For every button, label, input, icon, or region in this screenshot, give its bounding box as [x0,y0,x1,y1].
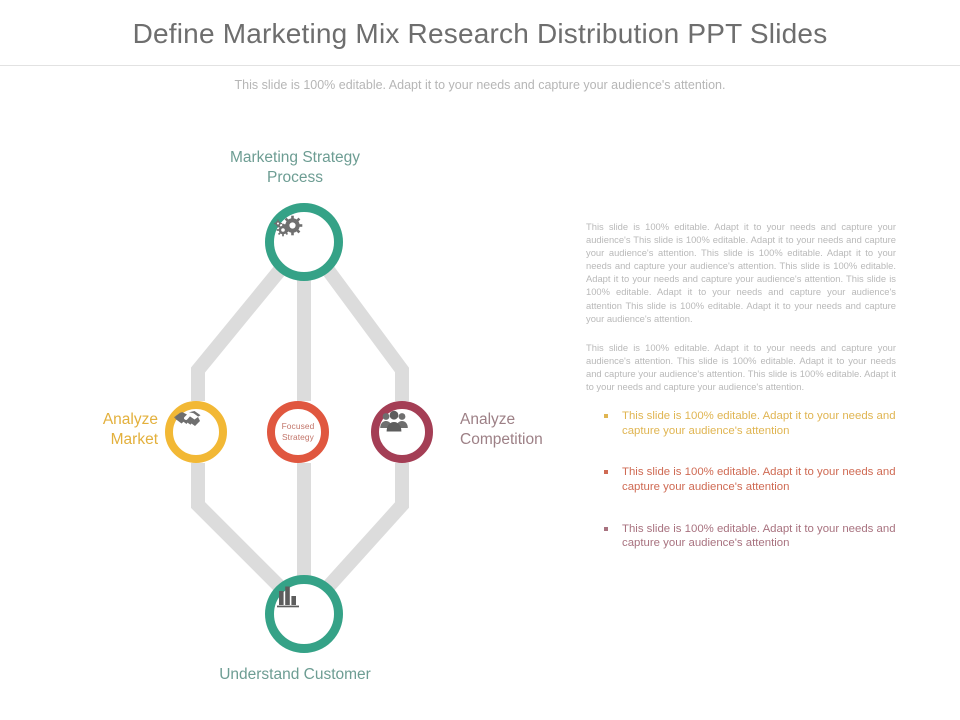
label-top-line2: Process [267,169,323,186]
ribbon-right-bottom [322,463,409,592]
label-analyze-market: Analyze Market [0,410,158,450]
list-item: This slide is 100% editable. Adapt it to… [586,465,896,494]
label-bottom-line1: Understand Customer [219,666,371,683]
content-panel: This slide is 100% editable. Adapt it to… [586,220,896,578]
center-text-line1: Focused [281,421,315,431]
connector-ribbons [191,265,409,592]
node-focused-strategy[interactable]: Focused Strategy [267,401,329,463]
bullet-marker-icon [604,414,608,419]
label-left-line2: Market [110,431,158,448]
page-subtitle: This slide is 100% editable. Adapt it to… [234,78,726,92]
node-marketing-strategy-process[interactable] [265,203,343,281]
bullet-text: This slide is 100% editable. Adapt it to… [622,466,896,493]
label-left-line1: Analyze [102,411,158,428]
bullet-text: This slide is 100% editable. Adapt it to… [622,522,896,550]
bullet-text: This slide is 100% editable. Adapt it to… [622,410,896,437]
center-node-text: Focused Strategy [282,421,315,443]
ribbon-top-right [322,265,409,401]
node-understand-customer[interactable] [265,575,343,653]
label-marketing-strategy-process: Marketing Strategy Process [145,148,445,188]
list-item: This slide is 100% editable. Adapt it to… [586,409,896,438]
bullet-marker-icon [604,526,608,531]
ribbon-top-left [191,265,286,401]
label-top-line1: Marketing Strategy [229,149,361,166]
body-paragraph-1: This slide is 100% editable. Adapt it to… [586,221,896,324]
label-analyze-competition: Analyze Competition [460,410,660,450]
label-right-line2: Competition [460,431,543,448]
list-item: This slide is 100% editable. Adapt it to… [586,522,896,551]
node-analyze-competition[interactable] [371,401,433,463]
label-right-line1: Analyze [460,411,516,428]
bullet-marker-icon [604,470,608,475]
bullet-list: This slide is 100% editable. Adapt it to… [586,409,896,551]
title-divider [0,65,960,66]
label-understand-customer: Understand Customer [120,665,470,685]
ribbon-left-bottom [191,463,285,592]
body-paragraph-2: This slide is 100% editable. Adapt it to… [586,341,896,393]
center-text-line2: Strategy [281,432,314,442]
marketing-strategy-diagram: Marketing Strategy Process Analyze Marke… [90,120,590,700]
node-analyze-market[interactable] [165,401,227,463]
page-title: Define Marketing Mix Research Distributi… [132,18,828,49]
